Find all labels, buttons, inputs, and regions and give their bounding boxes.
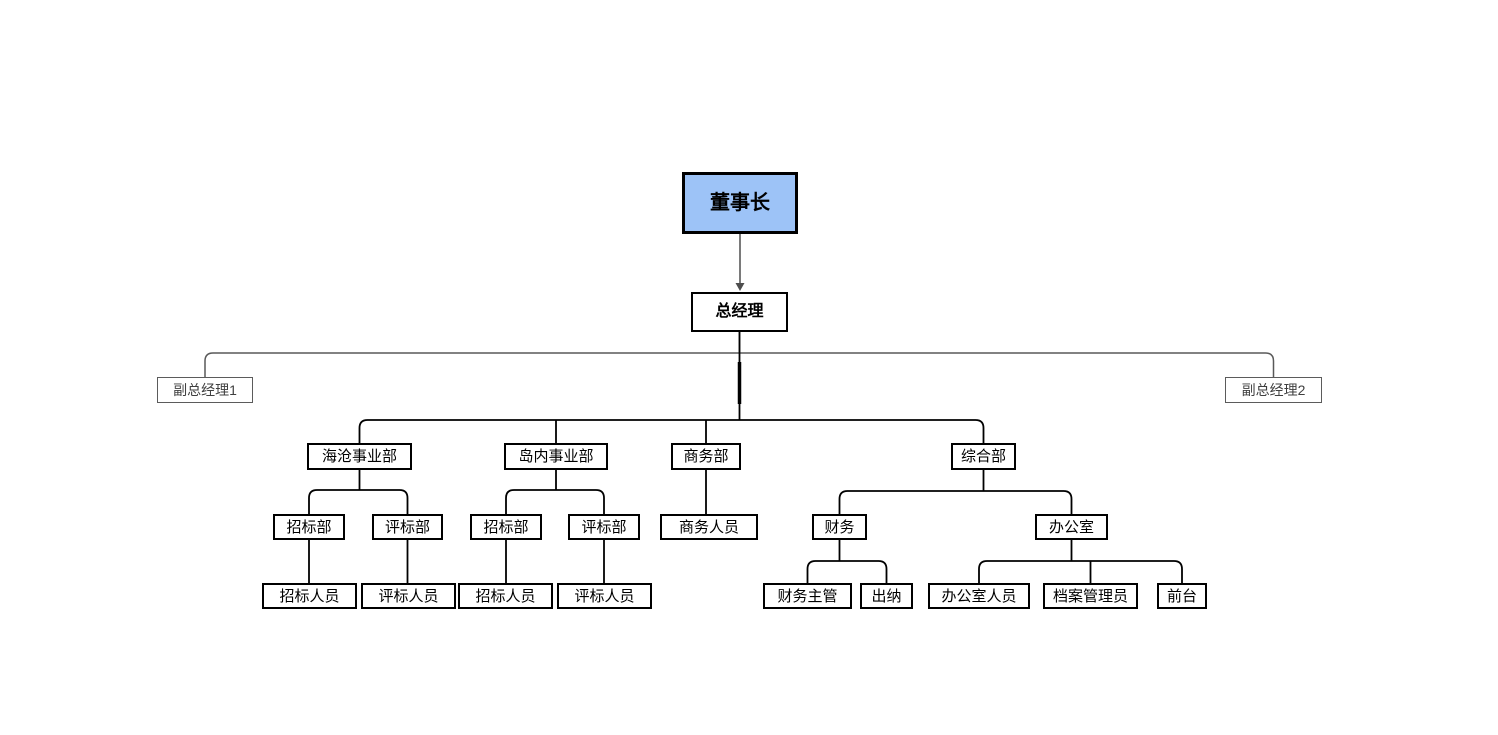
org-node-shangwu[interactable]: 商务部	[671, 443, 741, 470]
org-node-pb2[interactable]: 评标部	[568, 514, 640, 540]
arrowhead-down-icon	[735, 283, 745, 291]
org-node-bgsry[interactable]: 办公室人员	[928, 583, 1030, 609]
connector-bar	[806, 560, 888, 583]
org-node-pbry2[interactable]: 评标人员	[557, 583, 652, 609]
org-node-zb2[interactable]: 招标部	[470, 514, 542, 540]
org-node-vgm1[interactable]: 副总经理1	[157, 377, 253, 403]
org-node-daonei[interactable]: 岛内事业部	[504, 443, 608, 470]
org-node-chairman[interactable]: 董事长	[682, 172, 798, 234]
org-node-vgm2[interactable]: 副总经理2	[1225, 377, 1322, 403]
org-node-pb1[interactable]: 评标部	[372, 514, 443, 540]
org-node-zb1[interactable]: 招标部	[273, 514, 345, 540]
connector-bar	[505, 489, 605, 514]
connector-bar	[978, 560, 1183, 583]
org-node-qiantai[interactable]: 前台	[1157, 583, 1207, 609]
org-node-pbry1[interactable]: 评标人员	[361, 583, 456, 609]
org-node-zbry1[interactable]: 招标人员	[262, 583, 357, 609]
connector-bar	[308, 489, 409, 514]
connector-bar	[838, 490, 1073, 514]
org-node-caiwu[interactable]: 财务	[812, 514, 867, 540]
org-node-cwzg[interactable]: 财务主管	[763, 583, 852, 609]
org-node-swry[interactable]: 商务人员	[660, 514, 758, 540]
org-node-haicang[interactable]: 海沧事业部	[307, 443, 412, 470]
org-node-gm[interactable]: 总经理	[691, 292, 788, 332]
org-node-chuna[interactable]: 出纳	[860, 583, 913, 609]
org-node-zbry2[interactable]: 招标人员	[458, 583, 553, 609]
org-node-zonghe[interactable]: 综合部	[951, 443, 1016, 470]
connector-bar	[358, 419, 985, 443]
org-node-dagly[interactable]: 档案管理员	[1043, 583, 1138, 609]
org-node-bgs[interactable]: 办公室	[1035, 514, 1108, 540]
